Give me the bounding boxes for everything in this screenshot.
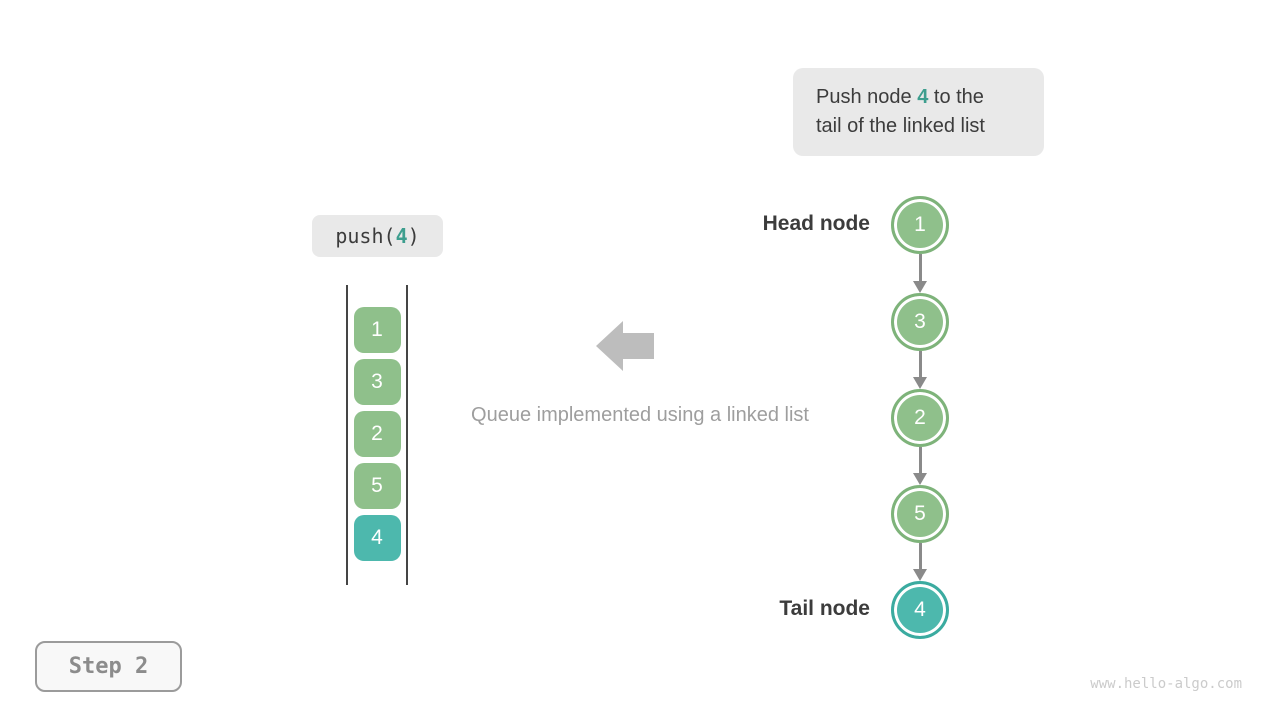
queue-cell-new: 4 (353, 515, 401, 561)
annotation-text: Push node (816, 86, 918, 108)
push-call-value: 4 (395, 224, 408, 248)
list-node: 1 (891, 196, 949, 254)
list-connector-line (919, 543, 922, 569)
arrow-down-icon (913, 377, 927, 389)
annotation-text: tail of the linked list (816, 115, 985, 137)
list-node: 2 (891, 389, 949, 447)
queue-cell: 1 (353, 307, 401, 353)
annotation-text: to the (928, 86, 984, 108)
annotation-line-1: Push node 4 to the (816, 83, 1044, 112)
list-node: 5 (891, 485, 949, 543)
list-connector-line (919, 254, 922, 281)
queue-stack: 1 3 2 5 4 (346, 285, 408, 585)
queue-cell-value: 2 (371, 422, 383, 445)
queue-cell: 3 (353, 359, 401, 405)
queue-cell-value: 4 (371, 526, 383, 549)
tail-node-label: Tail node (779, 597, 870, 620)
queue-cell-value: 1 (371, 318, 383, 341)
list-node-value: 3 (914, 310, 926, 333)
list-node-value: 2 (914, 406, 926, 429)
step-badge: Step 2 (35, 641, 182, 692)
push-call-chip: push(4) (312, 215, 443, 257)
annotation-line-2: tail of the linked list (816, 112, 1044, 141)
arrow-down-icon (913, 569, 927, 581)
queue-cell: 5 (353, 463, 401, 509)
left-block-arrow-icon (596, 321, 654, 371)
annotation-highlight-value: 4 (917, 86, 929, 108)
list-connector-line (919, 447, 922, 473)
queue-cell: 2 (353, 411, 401, 457)
head-node-label: Head node (762, 212, 870, 235)
queue-cell-value: 3 (371, 370, 383, 393)
push-call-text: push( (335, 224, 396, 248)
list-node-value: 5 (914, 502, 926, 525)
list-node: 3 (891, 293, 949, 351)
list-node-value: 4 (914, 598, 926, 621)
list-node-value: 1 (914, 213, 926, 236)
arrow-down-icon (913, 473, 927, 485)
diagram-caption: Queue implemented using a linked list (471, 404, 809, 426)
list-connector-line (919, 351, 922, 377)
push-annotation-box: Push node 4 to the tail of the linked li… (793, 68, 1044, 156)
watermark: www.hello-algo.com (1090, 676, 1242, 692)
queue-cell-value: 5 (371, 474, 383, 497)
arrow-down-icon (913, 281, 927, 293)
push-call-text: ) (407, 224, 420, 248)
list-node-tail: 4 (891, 581, 949, 639)
